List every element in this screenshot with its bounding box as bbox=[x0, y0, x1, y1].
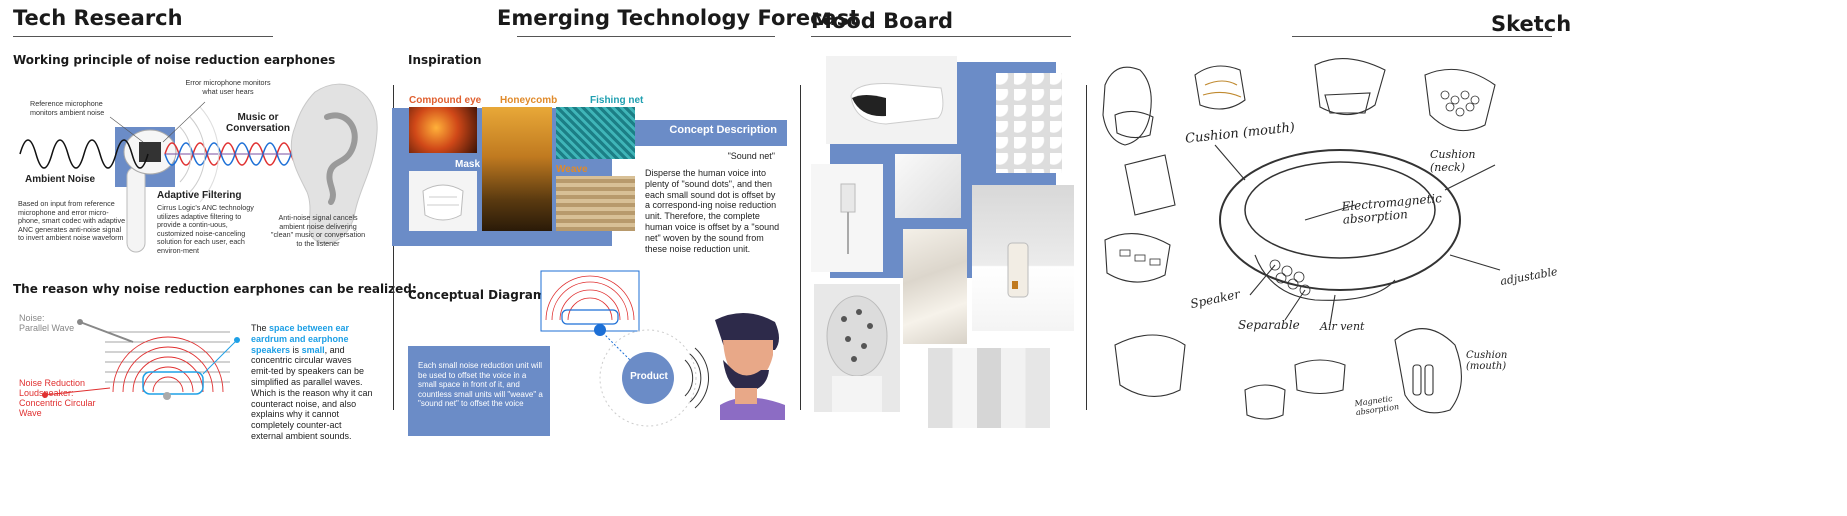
earphone-outline bbox=[142, 371, 204, 395]
weave-caption: Weave bbox=[556, 164, 588, 175]
silk-photo bbox=[903, 229, 967, 344]
eardrum-icon bbox=[163, 392, 171, 400]
product-label: Product bbox=[630, 371, 668, 382]
architecture-photo bbox=[928, 348, 1050, 428]
reason-subtitle: The reason why noise reduction earphones… bbox=[13, 282, 417, 296]
head-sketch-1 bbox=[1102, 66, 1152, 146]
module-sketch bbox=[1124, 154, 1176, 216]
ref-mic-note: Reference microphone monitors ambient no… bbox=[30, 99, 105, 117]
forecast-title: Emerging Technology Forecast bbox=[497, 6, 860, 30]
title-underline bbox=[811, 36, 1071, 37]
inspiration-label: Inspiration bbox=[408, 53, 482, 67]
cushion-mouth-note-2: Cushion (mouth) bbox=[1466, 350, 1508, 372]
concentric-waves bbox=[112, 336, 224, 393]
mask-sketch bbox=[1194, 65, 1246, 110]
conceptual-diagram-label: Conceptual Diagram bbox=[408, 288, 546, 302]
concept-banner bbox=[612, 120, 787, 146]
earbud-stem bbox=[126, 166, 146, 253]
adaptive-filtering-label: Adaptive Filtering bbox=[157, 190, 242, 201]
plant-photo bbox=[895, 154, 961, 218]
chip-icon bbox=[139, 142, 161, 162]
fishing-net-caption: Fishing net bbox=[590, 95, 644, 106]
error-mic-note: Error microphone monitors what user hear… bbox=[185, 78, 271, 96]
parallel-wave-lines bbox=[105, 331, 230, 383]
mood-board-title: Mood Board bbox=[811, 9, 954, 33]
section-divider bbox=[1086, 85, 1087, 410]
diagram-text-box bbox=[408, 346, 550, 436]
compound-eye-photo bbox=[409, 107, 477, 153]
wave-diagram bbox=[42, 319, 240, 400]
pebbles-photo bbox=[996, 73, 1062, 173]
ambient-noise-label: Ambient Noise bbox=[25, 174, 96, 185]
separable-note: Separable bbox=[1238, 318, 1300, 332]
anti-noise-note: Anti-noise signal cancels ambient noise … bbox=[270, 213, 366, 248]
title-underline bbox=[517, 36, 775, 37]
person-illustration bbox=[715, 312, 785, 420]
honeycomb-caption: Honeycomb bbox=[500, 95, 558, 106]
sound-net-label: "Sound net" bbox=[727, 151, 775, 161]
concept-description-text: Disperse the human voice into plenty of … bbox=[645, 168, 780, 254]
ambient-wave bbox=[19, 139, 149, 169]
cushion-neck-note: Cushion (neck) bbox=[1430, 148, 1476, 174]
product-sketches bbox=[1102, 58, 1501, 420]
working-principle-subtitle: Working principle of noise reduction ear… bbox=[13, 53, 336, 67]
honeycomb-photo bbox=[482, 107, 552, 231]
product-diagram bbox=[594, 324, 709, 427]
neck-module-sketch bbox=[1394, 328, 1462, 414]
dropper-photo bbox=[811, 164, 883, 272]
weave-photo bbox=[556, 176, 635, 231]
section-divider bbox=[393, 85, 394, 410]
mask-caption: Mask bbox=[455, 159, 481, 170]
air-vent-note: Air vent bbox=[1320, 320, 1365, 333]
cirrus-note: Cirrus Logic's ANC technology utilizes a… bbox=[157, 203, 254, 255]
fishing-net-photo bbox=[556, 107, 635, 159]
reason-paragraph: The space between ear eardrum and earpho… bbox=[251, 323, 373, 441]
diagram-description-text: Each small noise reduction unit will be … bbox=[418, 361, 543, 409]
noise-parallel-label: Noise:Parallel Wave bbox=[19, 313, 75, 333]
concept-title: Concept Description bbox=[669, 124, 777, 136]
section-divider bbox=[800, 85, 801, 410]
speaker-circular-label: Noise Reduction Loudspeaker: Concentric … bbox=[19, 378, 96, 418]
music-label: Music or Conversation bbox=[226, 112, 290, 134]
based-on-note: Based on input from reference microphone… bbox=[18, 199, 126, 243]
speaker-object-photo bbox=[972, 185, 1074, 331]
mask-photo bbox=[409, 171, 477, 231]
anc-diagram bbox=[19, 83, 378, 253]
title-underline bbox=[1292, 36, 1552, 37]
vr-headset-photo bbox=[826, 56, 957, 144]
sound-net-diagram bbox=[540, 270, 640, 332]
title-underline bbox=[13, 36, 273, 37]
product-circle bbox=[622, 352, 674, 404]
compound-eye-caption: Compound eye bbox=[409, 95, 482, 106]
neck-collar-sketch bbox=[1219, 149, 1461, 291]
sculpted-head-photo bbox=[814, 284, 900, 412]
tech-research-title: Tech Research bbox=[13, 6, 183, 30]
sketch-title: Sketch bbox=[1491, 12, 1572, 36]
